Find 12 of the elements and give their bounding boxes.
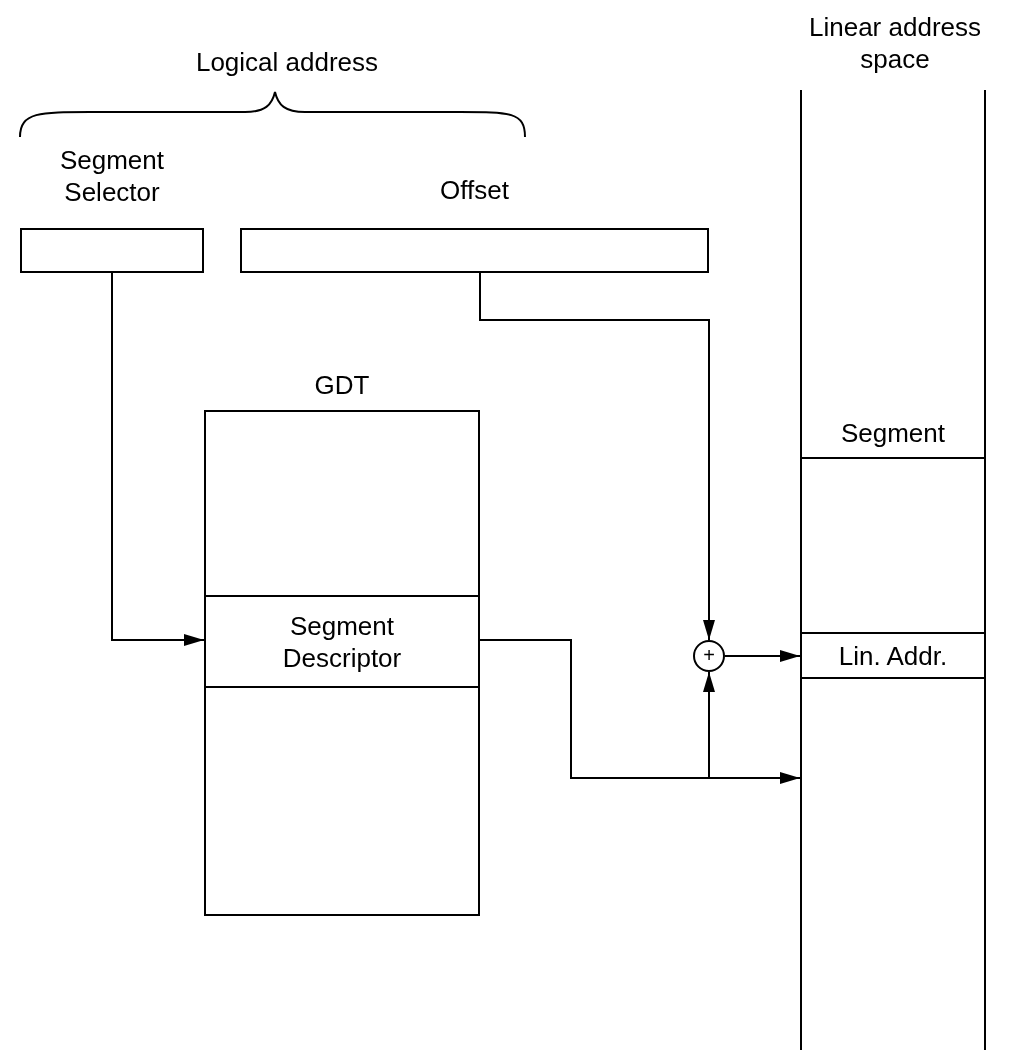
table-entry: Segment Descriptor xyxy=(204,595,480,688)
table-title: GDT xyxy=(313,369,371,401)
column-title: Linear address space xyxy=(808,11,982,75)
arrow xyxy=(479,272,715,641)
group-label: Logical address xyxy=(194,46,380,78)
arrow xyxy=(111,272,205,646)
memory-region: Lin. Addr. xyxy=(800,632,986,679)
memory-region: Segment xyxy=(800,90,986,459)
adder-circle: + xyxy=(693,640,725,672)
arrow xyxy=(724,650,801,662)
register-label: Segment Selector xyxy=(58,144,166,208)
register-label: Offset xyxy=(439,174,510,206)
